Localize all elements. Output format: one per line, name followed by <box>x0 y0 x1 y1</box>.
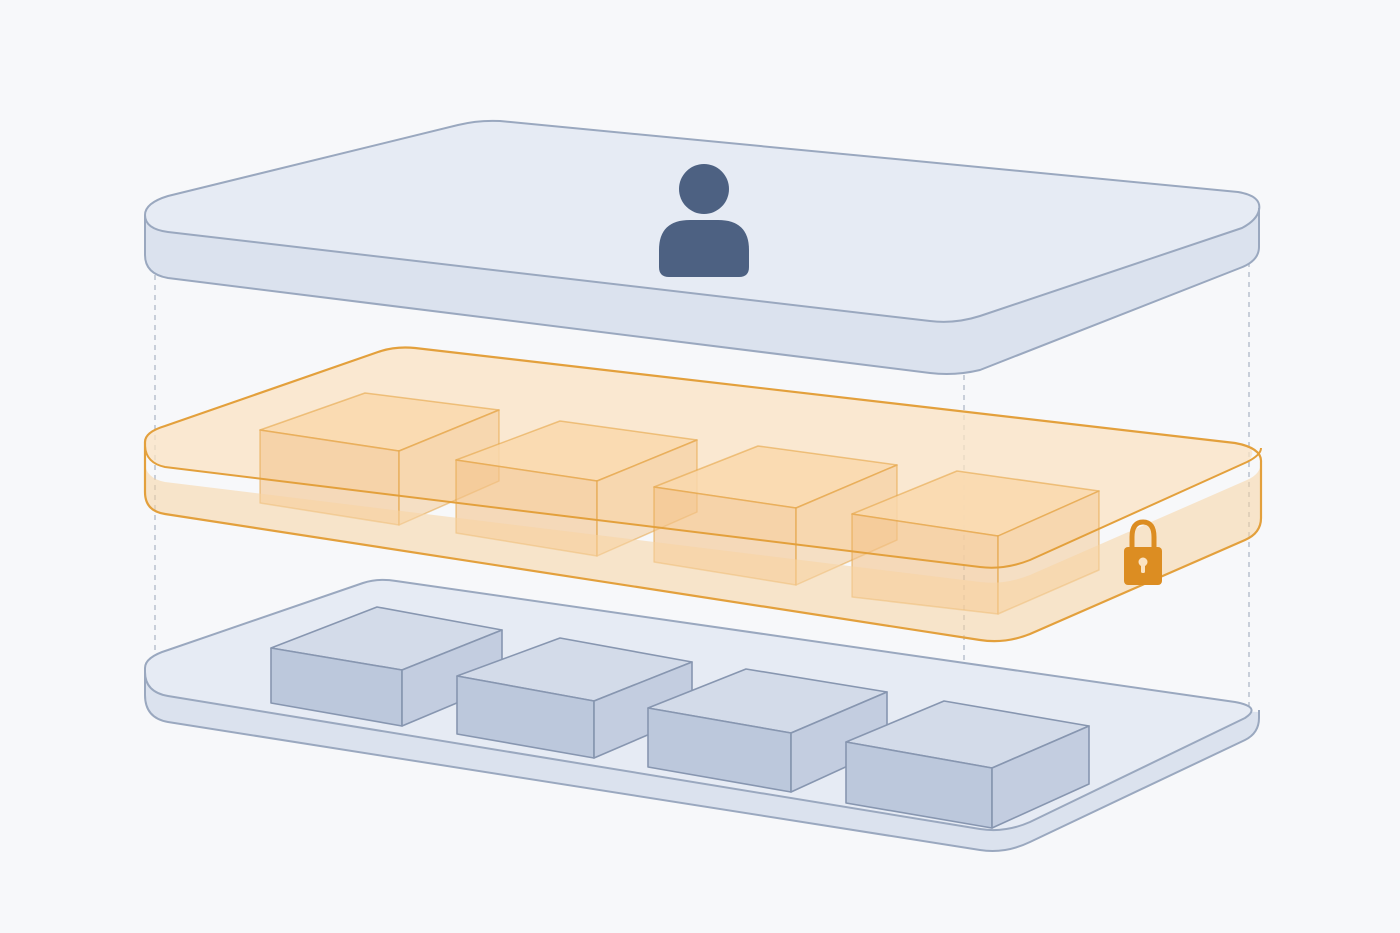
top-layer <box>144 119 1261 375</box>
gray-block-2 <box>456 637 693 759</box>
user-icon-body <box>659 220 749 277</box>
gray-block-3 <box>647 668 888 793</box>
gray-block-4 <box>845 700 1090 829</box>
middle-layer <box>143 346 1263 643</box>
padlock-shackle <box>1129 519 1157 551</box>
user-icon <box>659 164 749 277</box>
top-slab-front-edge <box>144 208 1260 375</box>
middle-slab-side <box>145 447 1261 642</box>
middle-slab-outline <box>143 346 1263 643</box>
middle-slab-top-edge <box>144 445 1262 569</box>
bottom-slab-front-edge <box>144 672 1260 852</box>
padlock-icon <box>1124 519 1162 585</box>
gray-block-1 <box>270 606 503 727</box>
padlock-keyhole-slot <box>1141 563 1145 573</box>
gray-block-4-right <box>991 725 1090 829</box>
user-icon-head <box>679 164 729 214</box>
bottom-layer <box>144 578 1260 852</box>
padlock-keyhole <box>1138 557 1148 567</box>
bottom-blocks <box>270 606 1090 829</box>
